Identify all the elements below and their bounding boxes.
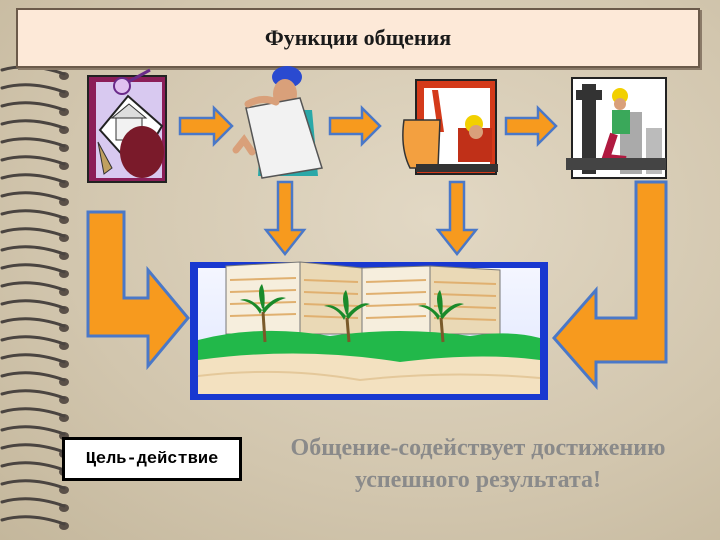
spiral-ring (0, 461, 66, 472)
arrow-down-excavator (435, 180, 479, 257)
spiral-ring (0, 281, 66, 292)
spiral-ring (0, 317, 66, 328)
spiral-ring (0, 515, 66, 526)
spiral-ring (0, 353, 66, 364)
excavator-icon (402, 79, 498, 175)
arrow-left-to-building (86, 210, 190, 371)
spiral-ring (0, 245, 66, 256)
spiral-ring (0, 425, 66, 436)
arrow-down-engineer (263, 180, 307, 257)
conclusion-text: Общение-содействует достижению успешного… (248, 432, 708, 496)
spiral-ring (0, 101, 66, 112)
spiral-ring (0, 479, 66, 490)
goal-action-box: Цель-действие (62, 437, 242, 481)
arrow-3-to-4 (504, 104, 558, 148)
spiral-ring (0, 371, 66, 382)
spiral-ring (0, 407, 66, 418)
construction-worker-icon (566, 77, 667, 179)
spiral-ring (0, 173, 66, 184)
spiral-ring (0, 209, 66, 220)
spiral-ring (0, 389, 66, 400)
spiral-ring (0, 137, 66, 148)
spiral-ring (0, 83, 66, 94)
arrow-2-to-3 (328, 104, 382, 148)
spiral-ring (0, 263, 66, 274)
spiral-ring (0, 335, 66, 346)
page-title: Функции общения (264, 25, 452, 50)
resort-building-icon (190, 261, 548, 400)
spiral-ring (0, 497, 66, 508)
title-box: Функции общения (16, 8, 700, 68)
architect-icon (87, 68, 167, 183)
conclusion-line-1: Общение-содействует достижению (290, 435, 666, 461)
arrow-right-to-building (552, 180, 668, 390)
spiral-ring (0, 191, 66, 202)
arrow-1-to-2 (178, 104, 234, 148)
goal-action-label: Цель-действие (85, 449, 219, 469)
spiral-ring (0, 299, 66, 310)
spiral-ring (0, 119, 66, 130)
engineer-icon (232, 66, 323, 179)
spiral-ring (0, 227, 66, 238)
conclusion-line-2: успешного результата! (354, 467, 602, 493)
spiral-ring (0, 443, 66, 454)
spiral-ring (0, 155, 66, 166)
